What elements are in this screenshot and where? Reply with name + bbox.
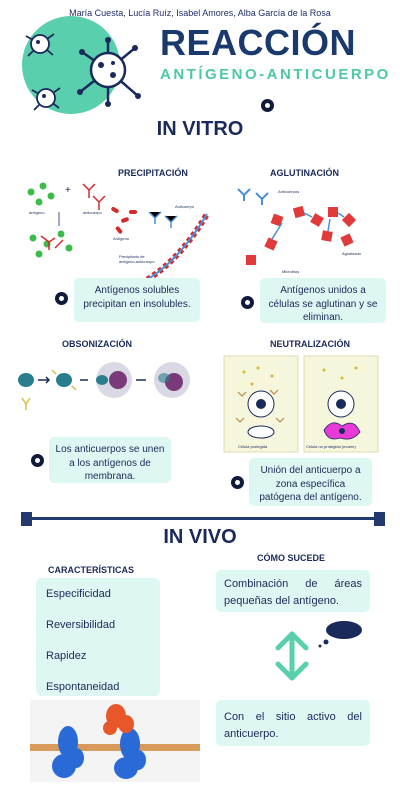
list-item: Reversibilidad xyxy=(46,619,116,631)
characteristics-list: Especificidad Reversibilidad Rapidez Esp… xyxy=(36,578,160,696)
fig-label-no-protegida: Célula no protegida (muere) xyxy=(306,444,356,449)
label-obsonizacion: OBSONIZACIÓN xyxy=(62,339,133,349)
neutralization-diagram: Célula protegida Célula no protegida (mu… xyxy=(223,355,379,453)
label-caracteristicas: CARACTERÍSTICAS xyxy=(48,565,135,575)
list-item: Espontaneidad xyxy=(46,681,120,693)
bullet-icon xyxy=(31,454,44,467)
label-aglutinacion: AGLUTINACIÓN xyxy=(270,168,339,178)
antibody-protein-illustration xyxy=(30,700,200,782)
label-como-sucede: CÓMO SUCEDE xyxy=(257,553,326,563)
list-item: Rapidez xyxy=(46,650,87,662)
page-title: REACCIÓN xyxy=(160,22,357,63)
card-obsonizacion: Los anticuerpos se unen a los antígenos … xyxy=(49,437,171,483)
bullet-icon xyxy=(55,292,68,305)
bullet-icon xyxy=(241,296,254,309)
label-precipitacion: PRECIPITACIÓN xyxy=(118,168,188,178)
fig-label-antigen-b: Antígeno xyxy=(113,236,130,241)
card-neutralizacion: Unión del anticuerpo a zona específica p… xyxy=(249,458,372,506)
virus-icon xyxy=(25,33,141,111)
page-subtitle: ANTÍGENO-ANTICUERPO xyxy=(160,66,391,83)
fig-label-anticuerpo: anticuerpo xyxy=(83,210,102,215)
section-in-vivo: IN VIVO xyxy=(163,526,237,548)
divider-cap-right xyxy=(374,512,385,526)
label-neutralizacion: NEUTRALIZACIÓN xyxy=(270,339,350,349)
svg-text:+: + xyxy=(65,185,71,196)
fig-label-anticuerpos: Anticuerpos xyxy=(278,189,299,194)
bullet-icon xyxy=(261,99,274,112)
double-arrow-icon xyxy=(275,631,309,681)
card-step-1: Combinación de áreas pequeñas del antíge… xyxy=(216,570,370,612)
authors: María Cuesta, Lucía Ruíz, Isabel Amores,… xyxy=(69,8,331,18)
bullet-icon xyxy=(231,476,244,489)
speech-bubble-icon xyxy=(318,621,362,648)
precipitation-diagram: + antígeno anticuerpo Antígeno Anticuerp… xyxy=(27,182,210,289)
section-divider xyxy=(30,517,375,520)
agglutination-diagram: Anticuerpos Aglutinado Microbios xyxy=(237,188,362,274)
fig-label-precipitate-2: antígeno-anticuerpo xyxy=(119,259,155,264)
card-precipitacion: Antígenos solubles precipitan en insolub… xyxy=(74,278,200,322)
card-step-2: Con el sitio activo del anticuerpo. xyxy=(216,700,370,746)
card-aglutinacion: Antígenos unidos a células se aglutinan … xyxy=(260,278,386,323)
list-item: Especificidad xyxy=(46,588,111,600)
fig-label-protegida: Célula protegida xyxy=(238,444,268,449)
divider-cap-left xyxy=(21,512,32,526)
fig-label-antibody-b: Anticuerpo xyxy=(175,204,195,209)
opsonization-diagram xyxy=(18,362,190,410)
fig-label-microbios: Microbios xyxy=(282,269,299,274)
fig-label-antigeno: antígeno xyxy=(29,210,45,215)
fig-label-precipitate-1: Precipitado de xyxy=(119,254,145,259)
section-in-vitro: IN VITRO xyxy=(156,118,244,140)
fig-label-aglutinado: Aglutinado xyxy=(342,251,362,256)
